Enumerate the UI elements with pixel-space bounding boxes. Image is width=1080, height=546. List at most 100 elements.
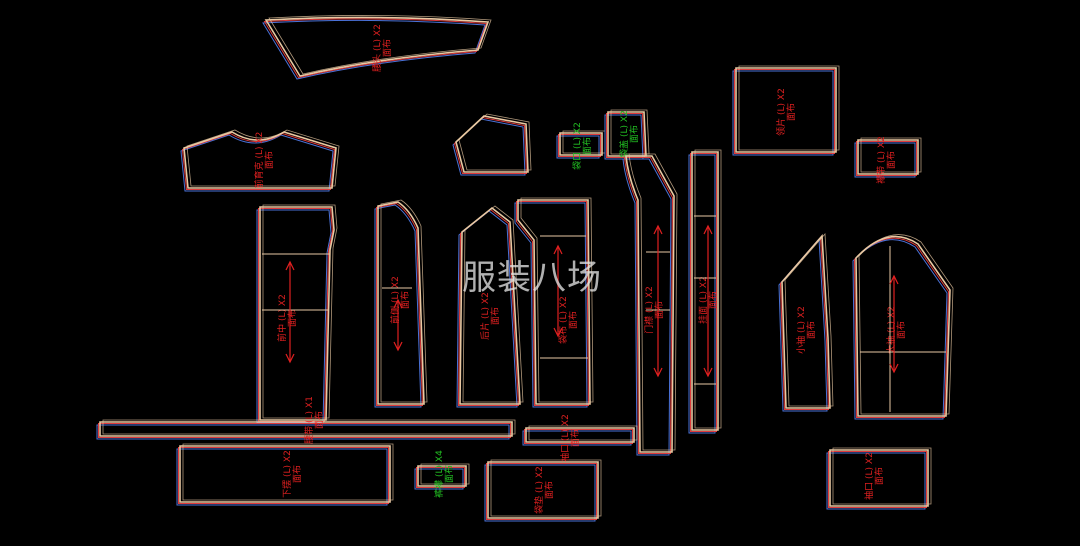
piece-outline (514, 202, 588, 408)
stitch-line (738, 65, 840, 151)
piece-label: 后片 (L) X2 (479, 292, 491, 340)
piece-label: 袋垫 (L) X2 (533, 466, 545, 514)
piece-outline (96, 424, 510, 440)
piece-outline (178, 447, 389, 504)
piece-outline (414, 468, 464, 490)
piece-label: 襻带 (L) X2 (875, 136, 887, 184)
stitch-line (186, 129, 340, 187)
stitch-line (490, 459, 602, 517)
pattern-piece-front-yoke-2 (452, 113, 532, 176)
stitch-line (694, 149, 722, 429)
grainline-arrow (553, 244, 563, 338)
stitch-line (860, 137, 922, 173)
piece-outline (622, 158, 672, 456)
piece-note: 面布 (263, 151, 275, 169)
piece-label: 腰带 (L) X1 (304, 396, 315, 444)
piece-label: 领片 (L) X2 (775, 88, 787, 136)
piece-note: 面布 (286, 309, 298, 327)
piece-outline (486, 463, 597, 520)
piece-note: 面布 (885, 151, 897, 169)
piece-note: 面布 (581, 137, 593, 155)
piece-label: 前中 (L) X2 (276, 294, 288, 342)
stitch-line (102, 419, 516, 435)
piece-outline (183, 131, 337, 189)
piece-outline (516, 201, 590, 406)
piece-label: 前侧 (L) X2 (389, 276, 401, 324)
piece-label: 前育克 (L) X2 (253, 132, 265, 189)
piece-note: 面布 (381, 39, 393, 57)
piece-outline (522, 430, 632, 446)
piece-outline (525, 427, 635, 443)
piece-outline (734, 69, 835, 154)
piece-note: 面布 (443, 465, 455, 483)
piece-outline (417, 465, 467, 487)
piece-note: 面布 (313, 411, 325, 429)
stitch-line (858, 234, 954, 415)
piece-outline (517, 199, 591, 405)
grainline-arrow (393, 298, 403, 352)
stitch-line (520, 197, 594, 403)
piece-label: 袋口 (L) X2 (571, 122, 583, 170)
piece-outline (416, 467, 465, 488)
piece-outline (857, 139, 919, 175)
piece-label: 袋盖 (L) X2 (618, 110, 630, 158)
stitch-line (420, 463, 470, 485)
piece-note: 面布 (707, 291, 719, 309)
piece-outline (735, 67, 837, 153)
piece-label: 下摆 (L) X2 (281, 450, 293, 498)
piece-note: 面布 (895, 321, 907, 339)
piece-label: 袖口 (L) X2 (863, 452, 875, 500)
piece-outline (781, 233, 831, 409)
piece-label: 裤襻 (L) X4 (433, 450, 445, 498)
piece-outline (374, 204, 422, 408)
stitch-line (268, 15, 492, 75)
piece-outline (623, 157, 674, 454)
piece-outline (455, 115, 529, 173)
piece-outline (690, 153, 717, 432)
stitch-line (262, 204, 338, 419)
piece-note: 面布 (785, 103, 797, 121)
piece-outline (377, 201, 425, 405)
piece-outline (829, 449, 929, 507)
stitch-line (628, 153, 678, 451)
piece-label: 腰头 (L) X2 (372, 24, 383, 72)
grainline-arrow (653, 224, 663, 378)
stitch-line (784, 232, 834, 407)
piece-outline (691, 151, 719, 431)
piece-note: 面布 (567, 311, 579, 329)
piece-label: 挂面 (L) X2 (697, 276, 709, 324)
piece-outline (828, 451, 927, 508)
stitch-line (528, 425, 638, 441)
piece-note: 面布 (805, 321, 817, 339)
piece-outline (262, 19, 486, 80)
piece-note: 面布 (399, 291, 411, 309)
piece-note: 面布 (873, 467, 885, 485)
piece-outline (176, 448, 388, 506)
piece-note: 面布 (569, 429, 581, 447)
piece-outline (625, 155, 675, 453)
grainline-arrow (889, 274, 899, 374)
piece-outline (856, 141, 917, 176)
piece-outline (524, 429, 633, 444)
piece-note: 面布 (291, 465, 303, 483)
piece-outline (376, 202, 424, 406)
piece-outline (556, 135, 600, 159)
piece-outline (559, 132, 603, 156)
piece-outline (179, 445, 391, 503)
piece-outline (688, 154, 716, 434)
